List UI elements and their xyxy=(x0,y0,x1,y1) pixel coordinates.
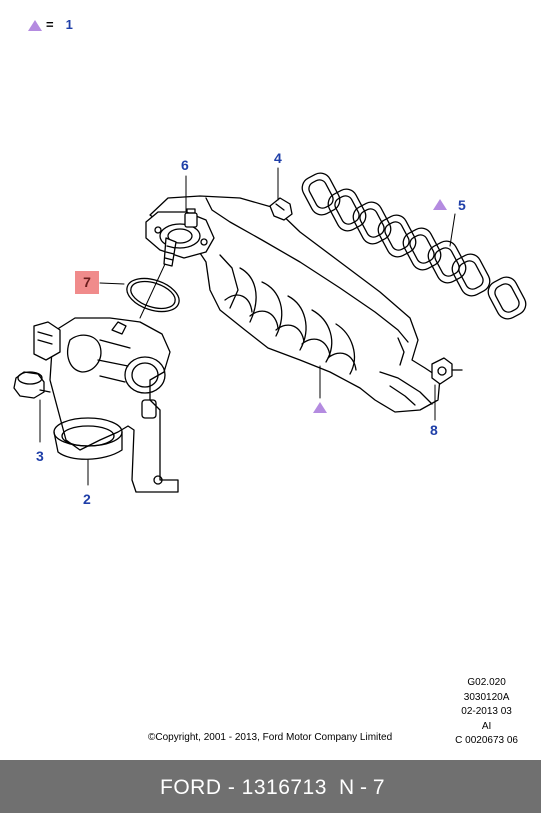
legend-equals: = xyxy=(46,17,54,32)
bolt-6 xyxy=(184,208,198,228)
legend-number: 1 xyxy=(65,17,73,32)
reference-codes: G02.020 3030120A 02-2013 03 AI C 0020673… xyxy=(455,676,518,749)
triangle-marker-icon xyxy=(433,199,447,210)
callout-7: 7 xyxy=(83,274,91,290)
manifold-gasket-seals xyxy=(301,172,527,320)
ref-line-1: G02.020 xyxy=(467,677,506,688)
part-number: FORD - 1316713 xyxy=(160,776,327,799)
callout-2: 2 xyxy=(83,491,91,507)
position-reference: N - 7 xyxy=(339,776,385,799)
callout-3: 3 xyxy=(36,448,44,464)
callout-8: 8 xyxy=(430,422,438,438)
throttle-body xyxy=(49,317,179,493)
clip-4 xyxy=(269,197,293,221)
throttle-connector xyxy=(33,321,61,361)
leader-lines xyxy=(39,167,456,486)
intake-manifold-diagram xyxy=(13,167,527,493)
sensor-8 xyxy=(431,357,463,385)
callout-6: 6 xyxy=(181,157,189,173)
highlighted-callout-7[interactable]: 7 xyxy=(75,271,99,294)
sensor-3 xyxy=(13,371,51,399)
manifold-flange xyxy=(145,211,215,259)
ref-line-4: AI xyxy=(481,720,492,732)
ref-line-3: 02-2013 03 xyxy=(461,706,512,717)
o-ring-7 xyxy=(126,277,180,313)
footer-bar: FORD - 1316713 N - 7 xyxy=(0,760,541,813)
ref-line-5: C 0020673 06 xyxy=(455,735,518,746)
ref-line-2: 3030120A xyxy=(463,691,510,703)
legend: =1 xyxy=(28,17,73,32)
intake-manifold xyxy=(149,195,441,413)
triangle-marker-icon xyxy=(313,402,327,413)
copyright-notice: ©Copyright, 2001 - 2013, Ford Motor Comp… xyxy=(148,732,393,743)
callout-5: 5 xyxy=(458,197,466,213)
callout-4: 4 xyxy=(274,150,282,166)
stud-bolt xyxy=(163,237,177,267)
triangle-marker-icon xyxy=(28,20,42,32)
